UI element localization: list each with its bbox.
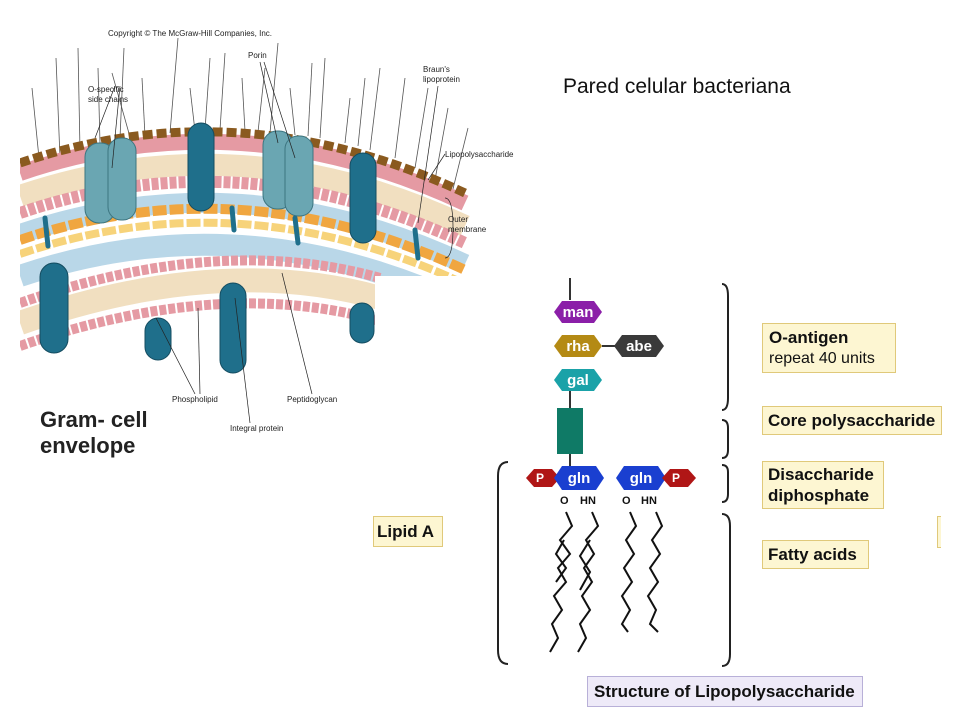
o-left-label: O: [560, 495, 569, 507]
rha-label: rha: [566, 338, 590, 355]
lipid-a-box: Lipid A: [373, 516, 443, 547]
copyright-label: Copyright © The McGraw-Hill Companies, I…: [108, 29, 272, 38]
fatty-acid-chains: [549, 511, 664, 653]
brauns-label-line2: lipoprotein: [423, 75, 460, 84]
right-brackets: [721, 283, 731, 667]
lps-structure-diagram: man rha abe gal P gln gln P O HN O HN: [497, 278, 731, 667]
o-specific-label-line2: side chains: [88, 95, 128, 104]
o-specific-label-line1: O-specific: [88, 85, 124, 94]
gal-label: gal: [567, 372, 589, 389]
rha-sugar: [554, 335, 602, 357]
o-right-label: O: [622, 495, 631, 507]
integral-protein-label: Integral protein: [230, 424, 283, 433]
hn-left-label: HN: [580, 495, 596, 507]
phosphate-right-label: P: [672, 471, 680, 485]
lipid-a-bracket: [497, 461, 509, 665]
integral-proteins: [39, 122, 377, 374]
phosphate-left: [526, 469, 560, 487]
periplasm: [20, 192, 470, 274]
porin-proteins: [84, 130, 314, 224]
core-polysaccharide-box: Core polysaccharide: [762, 406, 942, 435]
abe-sugar: [614, 335, 664, 357]
outer-membrane-label-line1: Outer: [448, 215, 468, 224]
peptidoglycan-label: Peptidoglycan: [287, 395, 337, 404]
structure-caption-box: Structure of Lipopolysaccharide: [587, 676, 863, 707]
slide-title: Pared celular bacteriana: [563, 75, 791, 98]
phosphate-right: [662, 469, 696, 487]
disaccharide-label-line1: Disaccharide: [768, 465, 874, 484]
fatty-acids-box: Fatty acids: [762, 540, 869, 569]
envelope-caption: Gram- cell envelope: [40, 407, 148, 459]
disaccharide-label-line2: diphosphate: [768, 486, 870, 505]
brauns-label-line1: Braun's: [423, 65, 450, 74]
edge-box-fragment: [937, 516, 941, 548]
outer-membrane-label-line2: membrane: [448, 225, 487, 234]
plasma-membrane: [20, 255, 382, 308]
envelope-caption-line2: envelope: [40, 433, 136, 458]
core-polysaccharide-block: [557, 408, 583, 454]
phosphate-left-label: P: [536, 471, 544, 485]
hn-right-label: HN: [641, 495, 657, 507]
o-antigen-label: O-antigen: [769, 328, 849, 347]
abe-label: abe: [626, 338, 652, 355]
o-antigen-sublabel: repeat 40 units: [769, 350, 875, 367]
man-sugar: [554, 301, 602, 323]
disaccharide-box: Disaccharide diphosphate: [762, 461, 884, 509]
lipopolysaccharide-layer: [20, 127, 467, 198]
gln-right-label: gln: [630, 470, 653, 487]
gln-left-sugar: [554, 466, 604, 490]
porin-label: Porin: [248, 51, 267, 60]
gram-negative-envelope-diagram: Copyright © The McGraw-Hill Companies, I…: [20, 29, 514, 433]
outer-membrane-outer-leaflet: [20, 133, 469, 211]
o-antigen-box: O-antigen repeat 40 units: [762, 323, 896, 373]
man-label: man: [563, 304, 594, 321]
gln-right-sugar: [616, 466, 666, 490]
envelope-caption-line1: Gram- cell: [40, 407, 148, 432]
peptidoglycan-layer: [20, 203, 468, 275]
gal-sugar: [554, 369, 602, 391]
lipopolysaccharide-label: Lipopolysaccharide: [445, 150, 514, 159]
phospholipid-label: Phospholipid: [172, 395, 218, 404]
brauns-lipoprotein: [42, 205, 421, 261]
gln-left-label: gln: [568, 470, 591, 487]
